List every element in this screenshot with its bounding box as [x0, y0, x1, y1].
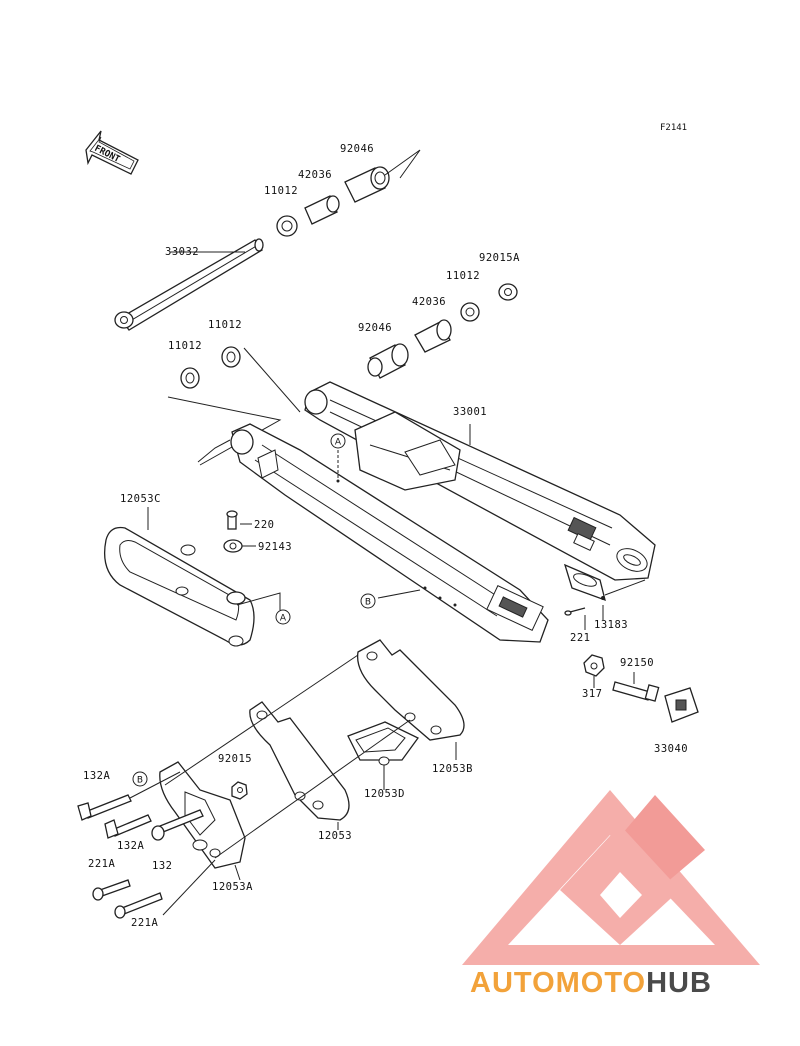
- pivot-shaft: [114, 238, 264, 331]
- part-labels: 92046 42036 11012 33032 92015A 11012 420…: [83, 143, 688, 929]
- part-label: 42036: [412, 296, 446, 308]
- callout-b-swingarm: B: [360, 593, 376, 609]
- svg-text:A: A: [280, 614, 287, 624]
- bearing-cluster-right: [367, 283, 518, 379]
- leader-line: [243, 347, 301, 413]
- part-label: 132A: [83, 770, 110, 782]
- bolts: [77, 794, 204, 919]
- part-label: 92143: [258, 541, 292, 553]
- part-label: 221: [570, 632, 590, 644]
- svg-text:B: B: [137, 776, 143, 786]
- part-label: 92046: [340, 143, 374, 155]
- svg-text:AUTOMOTOHUB: AUTOMOTOHUB: [470, 967, 712, 999]
- leader-line: [164, 654, 359, 786]
- figure-code: F2141: [660, 123, 687, 133]
- part-label: 221A: [88, 858, 115, 870]
- bearings-left: [180, 346, 241, 389]
- watermark-logo: [462, 790, 760, 965]
- callout-b-guide: B: [132, 771, 148, 787]
- part-label: 220: [254, 519, 274, 531]
- watermark-suffix: HUB: [646, 967, 712, 999]
- leader-line: [162, 859, 216, 916]
- part-label: 92046: [358, 322, 392, 334]
- nut-92015: [231, 781, 248, 800]
- part-label: 12053B: [432, 763, 473, 775]
- part-label: 12053D: [364, 788, 405, 800]
- front-arrow-icon: FRONT: [85, 130, 139, 175]
- leader-line: [129, 771, 181, 799]
- screw-and-nut: [223, 510, 246, 605]
- svg-text:A: A: [335, 438, 342, 448]
- leader-line: [214, 719, 411, 859]
- leader-line: [167, 396, 282, 466]
- part-label: 12053C: [120, 493, 161, 505]
- part-label: 317: [582, 688, 602, 700]
- part-label: 33001: [453, 406, 487, 418]
- chain-guide-plate-right: [563, 563, 606, 616]
- watermark-text: AUTOMOTOHUB: [470, 967, 712, 999]
- part-label: 12053A: [212, 881, 253, 893]
- part-label: 42036: [298, 169, 332, 181]
- part-label: 12053: [318, 830, 352, 842]
- part-label: 132: [152, 860, 172, 872]
- svg-text:B: B: [365, 598, 371, 608]
- part-label: 33032: [165, 246, 199, 258]
- part-label: 92015A: [479, 252, 520, 264]
- part-label: 221A: [131, 917, 158, 929]
- leader-line: [377, 589, 421, 599]
- part-label: 132A: [117, 840, 144, 852]
- part-label: 11012: [208, 319, 242, 331]
- part-label: 92015: [218, 753, 252, 765]
- chain-guide-12053b: [356, 639, 465, 741]
- part-label: 11012: [168, 340, 202, 352]
- leader-line: [197, 439, 231, 463]
- leader-line: [236, 592, 281, 610]
- leader-line: [604, 579, 646, 596]
- part-label: 33040: [654, 743, 688, 755]
- watermark-prefix: AUTOMOTO: [470, 967, 646, 999]
- swingarm: [230, 381, 656, 643]
- leader-line: [234, 864, 241, 881]
- callout-a-left: A: [275, 609, 291, 625]
- callout-a-top: A: [330, 433, 346, 449]
- part-label: 13183: [594, 619, 628, 631]
- chain-guide-12053d: [347, 721, 419, 766]
- part-label: 11012: [264, 185, 298, 197]
- leader-line: [384, 149, 421, 179]
- part-label: 92150: [620, 657, 654, 669]
- chain-guide-12053: [249, 701, 350, 821]
- part-label: 11012: [446, 270, 480, 282]
- bearing-cluster-top: [276, 166, 390, 237]
- adjuster-parts: [583, 654, 699, 723]
- chain-slider: [103, 526, 255, 647]
